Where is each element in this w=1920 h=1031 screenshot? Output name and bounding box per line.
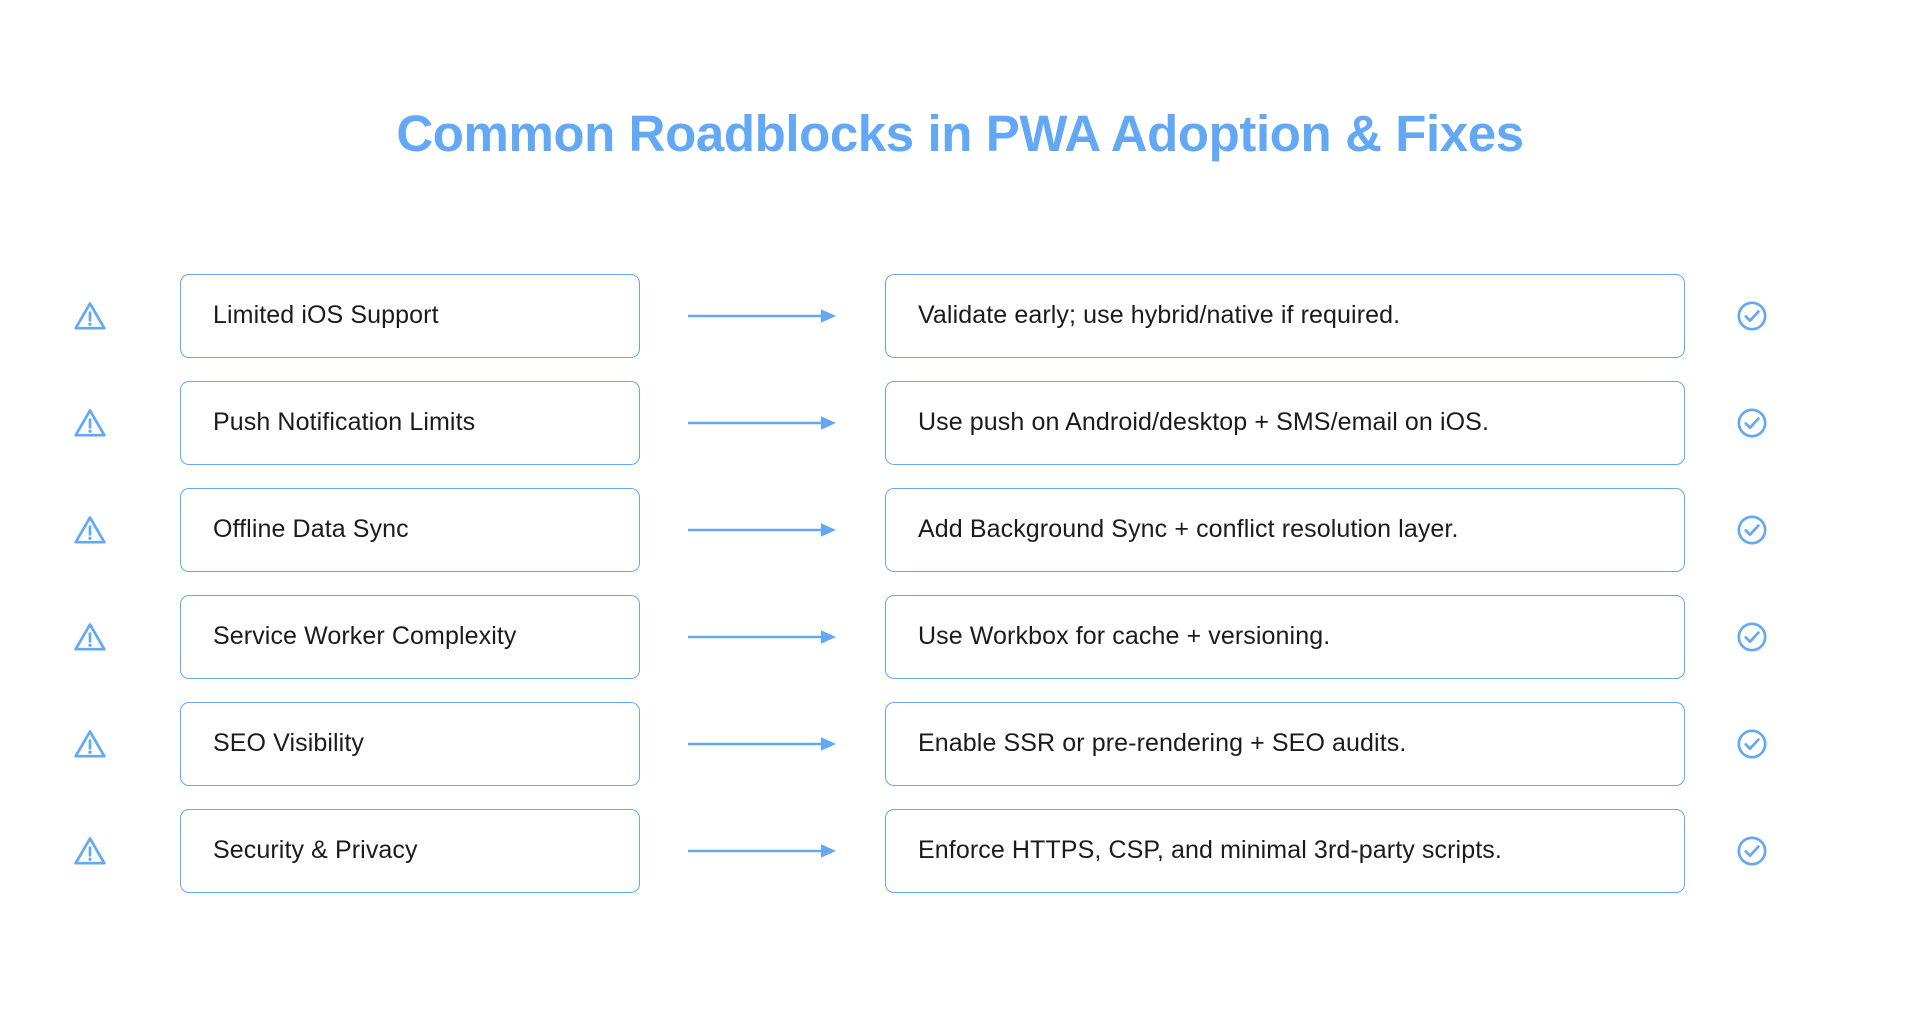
problem-label: Offline Data Sync xyxy=(213,515,409,543)
check-cell xyxy=(1685,406,1920,440)
check-circle-icon xyxy=(1737,407,1767,438)
solution-box[interactable]: Enable SSR or pre-rendering + SEO audits… xyxy=(885,701,1685,786)
warning-triangle-icon xyxy=(74,836,106,865)
page-title: Common Roadblocks in PWA Adoption & Fixe… xyxy=(396,105,1524,162)
table-row: Push Notification Limits Use push on And… xyxy=(0,369,1920,476)
solution-box[interactable]: Enforce HTTPS, CSP, and minimal 3rd-part… xyxy=(885,808,1685,893)
warning-cell xyxy=(0,513,180,547)
solution-label: Validate early; use hybrid/native if req… xyxy=(918,301,1401,329)
arrow-cell xyxy=(640,840,885,862)
check-cell xyxy=(1685,727,1920,761)
arrow-cell xyxy=(640,519,885,541)
check-cell xyxy=(1685,513,1920,547)
check-circle-icon xyxy=(1737,514,1767,545)
warning-cell xyxy=(0,299,180,333)
check-circle-icon xyxy=(1737,728,1767,759)
warning-triangle-icon xyxy=(74,408,106,437)
table-row: Service Worker Complexity Use Workbox fo… xyxy=(0,583,1920,690)
problem-box[interactable]: Security & Privacy xyxy=(180,808,640,893)
problem-label: Service Worker Complexity xyxy=(213,622,517,650)
problem-label: Push Notification Limits xyxy=(213,408,476,436)
warning-cell xyxy=(0,406,180,440)
arrow-right-icon xyxy=(687,736,836,751)
arrow-cell xyxy=(640,626,885,648)
solution-box[interactable]: Validate early; use hybrid/native if req… xyxy=(885,273,1685,358)
solution-label: Use push on Android/desktop + SMS/email … xyxy=(918,408,1489,436)
arrow-right-icon xyxy=(687,629,836,644)
check-cell xyxy=(1685,299,1920,333)
problem-label: Limited iOS Support xyxy=(213,301,439,329)
problem-box[interactable]: SEO Visibility xyxy=(180,701,640,786)
solution-box[interactable]: Use Workbox for cache + versioning. xyxy=(885,594,1685,679)
table-row: Security & Privacy Enforce HTTPS, CSP, a… xyxy=(0,797,1920,904)
arrow-cell xyxy=(640,733,885,755)
table-row: Offline Data Sync Add Background Sync + … xyxy=(0,476,1920,583)
warning-triangle-icon xyxy=(74,301,106,330)
check-circle-icon xyxy=(1737,621,1767,652)
check-cell xyxy=(1685,834,1920,868)
problem-box[interactable]: Offline Data Sync xyxy=(180,487,640,572)
arrow-right-icon xyxy=(687,415,836,430)
table-row: Limited iOS Support Validate early; use … xyxy=(0,262,1920,369)
arrow-cell xyxy=(640,305,885,327)
warning-cell xyxy=(0,620,180,654)
solution-label: Add Background Sync + conflict resolutio… xyxy=(918,515,1459,543)
problem-label: Security & Privacy xyxy=(213,836,418,864)
problem-box[interactable]: Push Notification Limits xyxy=(180,380,640,465)
warning-cell xyxy=(0,834,180,868)
arrow-right-icon xyxy=(687,522,836,537)
solution-box[interactable]: Add Background Sync + conflict resolutio… xyxy=(885,487,1685,572)
arrow-cell xyxy=(640,412,885,434)
arrow-right-icon xyxy=(687,308,836,323)
solution-label: Enforce HTTPS, CSP, and minimal 3rd-part… xyxy=(918,836,1502,864)
table-row: SEO Visibility Enable SSR or pre-renderi… xyxy=(0,690,1920,797)
check-cell xyxy=(1685,620,1920,654)
warning-cell xyxy=(0,727,180,761)
problem-label: SEO Visibility xyxy=(213,729,364,757)
check-circle-icon xyxy=(1737,300,1767,331)
problem-box[interactable]: Limited iOS Support xyxy=(180,273,640,358)
solution-label: Enable SSR or pre-rendering + SEO audits… xyxy=(918,729,1407,757)
check-circle-icon xyxy=(1737,835,1767,866)
arrow-right-icon xyxy=(687,843,836,858)
warning-triangle-icon xyxy=(74,729,106,758)
problem-box[interactable]: Service Worker Complexity xyxy=(180,594,640,679)
solution-box[interactable]: Use push on Android/desktop + SMS/email … xyxy=(885,380,1685,465)
roadblock-rows: Limited iOS Support Validate early; use … xyxy=(0,262,1920,904)
warning-triangle-icon xyxy=(74,515,106,544)
solution-label: Use Workbox for cache + versioning. xyxy=(918,622,1331,650)
warning-triangle-icon xyxy=(74,622,106,651)
